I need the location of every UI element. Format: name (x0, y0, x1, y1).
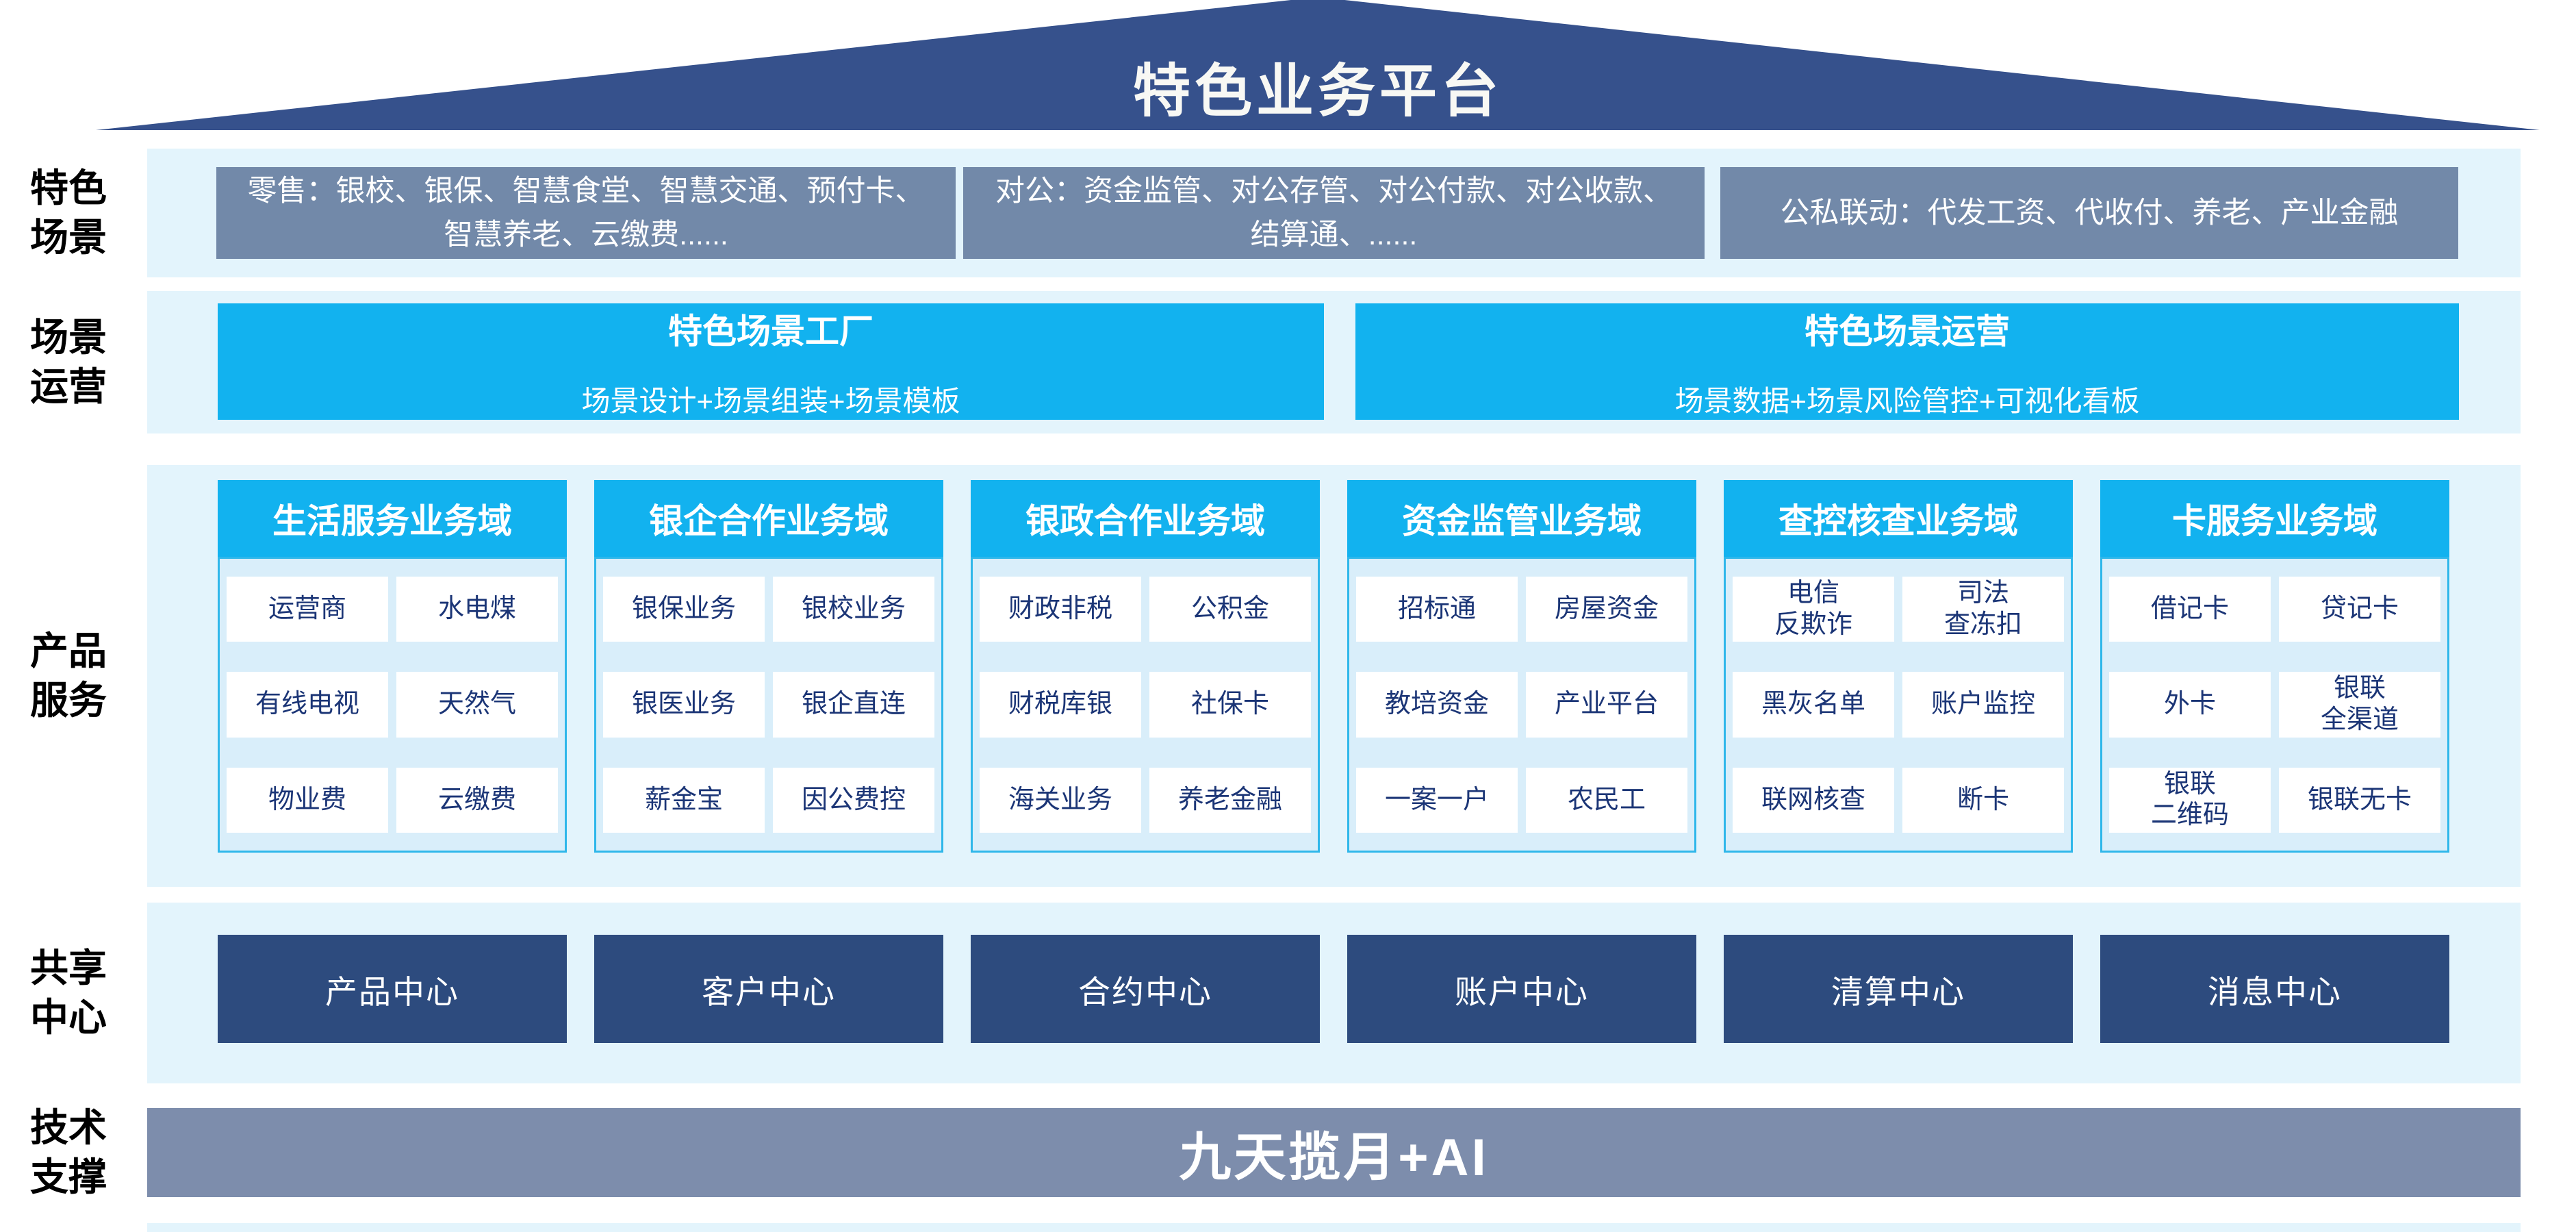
domain-column-fund-supervision: 资金监管业务域 招标通 房屋资金 教培资金 产业平台 一案一户 农民工 (1347, 480, 1696, 853)
product-cell: 银联 二维码 (2109, 767, 2271, 833)
center-box-clearing: 清算中心 (1724, 935, 2073, 1043)
product-cell: 贷记卡 (2279, 577, 2440, 642)
tech-support-bar: 九天揽月+AI (147, 1108, 2521, 1197)
row-label-scene-operation: 场景 运营 (30, 316, 107, 408)
product-cell: 账户监控 (1902, 672, 2064, 738)
page-title: 特色业务平台 (1132, 59, 1503, 123)
center-box-product: 产品中心 (218, 935, 567, 1043)
product-cell: 薪金宝 (603, 767, 765, 833)
product-cell: 外卡 (2109, 672, 2271, 738)
product-cell: 借记卡 (2109, 577, 2271, 642)
product-cell: 水电煤 (396, 577, 558, 642)
domain-body: 银保业务 银校业务 银医业务 银企直连 薪金宝 因公费控 (594, 557, 943, 853)
product-cell: 银联 全渠道 (2279, 672, 2440, 738)
product-cell: 联网核查 (1733, 767, 1894, 833)
scene-factory-subtitle: 场景设计+场景组装+场景模板 (581, 384, 960, 417)
domain-column-bank-government: 银政合作业务域 财政非税 公积金 财税库银 社保卡 海关业务 养老金融 (971, 480, 1320, 853)
product-cell: 银企直连 (773, 672, 934, 738)
domain-header: 资金监管业务域 (1347, 480, 1696, 557)
product-cell: 财政非税 (980, 577, 1141, 642)
scene-box-public-private: 公私联动：代发工资、代收付、养老、产业金融 (1720, 167, 2458, 259)
scene-box-corporate: 对公：资金监管、对公存管、对公付款、对公收款、结算通、...... (963, 167, 1705, 259)
product-cell: 产业平台 (1526, 672, 1687, 738)
product-cell: 因公费控 (773, 767, 934, 833)
domain-column-inquiry-verification: 查控核查业务域 电信 反欺诈 司法 查冻扣 黑灰名单 账户监控 联网核查 断卡 (1724, 480, 2073, 853)
domain-header: 生活服务业务域 (218, 480, 567, 557)
scene-factory-box: 特色场景工厂 场景设计+场景组装+场景模板 (218, 303, 1324, 420)
domain-header: 卡服务业务域 (2100, 480, 2449, 557)
product-cell: 有线电视 (227, 672, 388, 738)
scene-factory-title: 特色场景工厂 (668, 312, 873, 351)
product-cell: 电信 反欺诈 (1733, 577, 1894, 642)
product-cell: 司法 查冻扣 (1902, 577, 2064, 642)
roof-banner: 特色业务平台 (96, 0, 2540, 130)
product-cell: 房屋资金 (1526, 577, 1687, 642)
product-cell: 教培资金 (1356, 672, 1518, 738)
domain-header: 查控核查业务域 (1724, 480, 2073, 557)
product-cell: 一案一户 (1356, 767, 1518, 833)
domain-column-life-services: 生活服务业务域 运营商 水电煤 有线电视 天然气 物业费 云缴费 (218, 480, 567, 853)
product-cell: 农民工 (1526, 767, 1687, 833)
band-special-scenes: 零售：银校、银保、智慧食堂、智慧交通、预付卡、智慧养老、云缴费...... 对公… (147, 149, 2521, 277)
center-box-account: 账户中心 (1347, 935, 1696, 1043)
center-box-contract: 合约中心 (971, 935, 1320, 1043)
scene-operation-box: 特色场景运营 场景数据+场景风险管控+可视化看板 (1355, 303, 2459, 420)
product-cell: 海关业务 (980, 767, 1141, 833)
band-scene-operation: 特色场景工厂 场景设计+场景组装+场景模板 特色场景运营 场景数据+场景风险管控… (147, 291, 2521, 433)
product-cell: 云缴费 (396, 767, 558, 833)
product-cell: 公积金 (1149, 577, 1311, 642)
scene-operation-subtitle: 场景数据+场景风险管控+可视化看板 (1674, 384, 2140, 417)
domain-header: 银企合作业务域 (594, 480, 943, 557)
product-cell: 社保卡 (1149, 672, 1311, 738)
band-product-services: 生活服务业务域 运营商 水电煤 有线电视 天然气 物业费 云缴费 银企合作业务域… (147, 465, 2521, 887)
center-box-customer: 客户中心 (594, 935, 943, 1043)
product-cell: 黑灰名单 (1733, 672, 1894, 738)
product-cell: 银联无卡 (2279, 767, 2440, 833)
row-label-tech-support: 技术 支撑 (30, 1106, 107, 1198)
product-cell: 养老金融 (1149, 767, 1311, 833)
domain-column-card-services: 卡服务业务域 借记卡 贷记卡 外卡 银联 全渠道 银联 二维码 银联无卡 (2100, 480, 2449, 853)
domain-header: 银政合作业务域 (971, 480, 1320, 557)
band-shared-centers: 产品中心 客户中心 合约中心 账户中心 清算中心 消息中心 (147, 903, 2521, 1083)
scene-operation-title: 特色场景运营 (1805, 312, 2010, 351)
product-cell: 招标通 (1356, 577, 1518, 642)
domain-body: 财政非税 公积金 财税库银 社保卡 海关业务 养老金融 (971, 557, 1320, 853)
product-cell: 运营商 (227, 577, 388, 642)
product-cell: 银校业务 (773, 577, 934, 642)
domain-body: 运营商 水电煤 有线电视 天然气 物业费 云缴费 (218, 557, 567, 853)
row-label-special-scenes: 特色 场景 (30, 166, 107, 259)
product-cell: 银保业务 (603, 577, 765, 642)
product-cell: 财税库银 (980, 672, 1141, 738)
product-cell: 断卡 (1902, 767, 2064, 833)
domain-body: 电信 反欺诈 司法 查冻扣 黑灰名单 账户监控 联网核查 断卡 (1724, 557, 2073, 853)
domain-column-bank-enterprise: 银企合作业务域 银保业务 银校业务 银医业务 银企直连 薪金宝 因公费控 (594, 480, 943, 853)
scene-box-retail: 零售：银校、银保、智慧食堂、智慧交通、预付卡、智慧养老、云缴费...... (216, 167, 956, 259)
center-box-message: 消息中心 (2100, 935, 2449, 1043)
product-cell: 物业费 (227, 767, 388, 833)
domain-body: 招标通 房屋资金 教培资金 产业平台 一案一户 农民工 (1347, 557, 1696, 853)
product-cell: 天然气 (396, 672, 558, 738)
domain-body: 借记卡 贷记卡 外卡 银联 全渠道 银联 二维码 银联无卡 (2100, 557, 2449, 853)
bottom-strip (147, 1223, 2521, 1232)
row-label-shared-centers: 共享 中心 (30, 946, 107, 1039)
product-cell: 银医业务 (603, 672, 765, 738)
row-label-product-services: 产品 服务 (30, 629, 107, 722)
